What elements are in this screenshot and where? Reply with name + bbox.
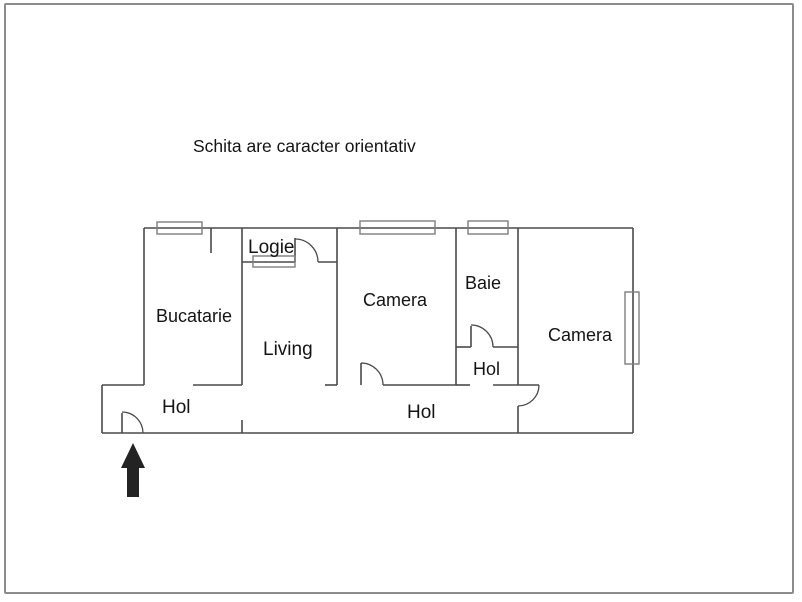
entrance-arrow <box>121 443 145 497</box>
window <box>156 221 203 235</box>
room-label-hol-small: Hol <box>473 359 500 379</box>
window <box>359 220 436 235</box>
room-label-living: Living <box>263 339 313 360</box>
door-arc <box>360 362 384 386</box>
room-label-hol-center: Hol <box>407 402 436 423</box>
door-arc <box>121 411 144 434</box>
window <box>624 291 640 365</box>
room-label-camera-center: Camera <box>363 290 428 310</box>
door-arc <box>517 384 540 407</box>
disclaimer-note: Schita are caracter orientativ <box>193 136 416 156</box>
room-label-hol-left: Hol <box>162 397 191 418</box>
window <box>467 220 509 235</box>
room-label-bucatarie: Bucatarie <box>156 306 232 326</box>
door-arc <box>294 238 319 263</box>
door-arc <box>470 324 494 348</box>
room-label-camera-right: Camera <box>548 325 613 345</box>
window <box>252 255 296 268</box>
room-label-logie: Logie <box>248 237 295 258</box>
room-label-baie: Baie <box>465 273 501 293</box>
